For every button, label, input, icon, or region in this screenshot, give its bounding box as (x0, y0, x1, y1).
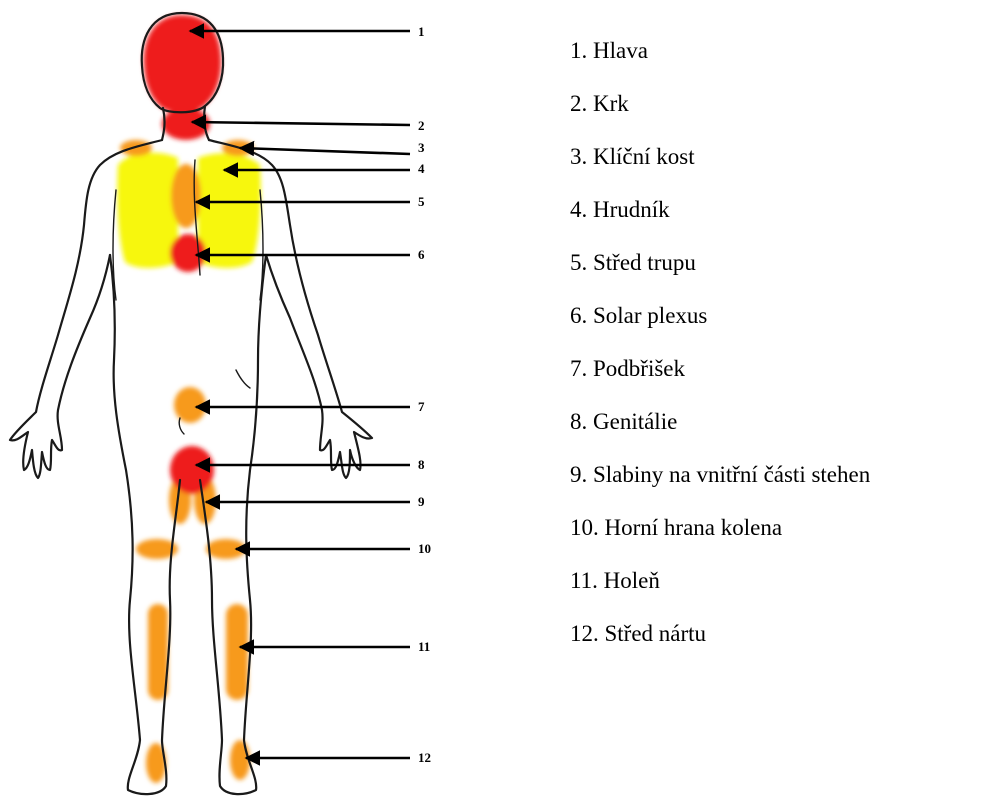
marker-number: 9 (418, 494, 425, 509)
legend-item: 1. Hlava (570, 36, 870, 89)
legend-item: 4. Hrudník (570, 195, 870, 248)
marker-number: 5 (418, 194, 425, 209)
legend-item: 6. Solar plexus (570, 301, 870, 354)
lower-belly-zone (174, 387, 206, 423)
pointer-arrows (190, 31, 410, 758)
chest-zone-left (117, 153, 178, 268)
shin-zone-right (226, 604, 248, 700)
legend-item: 12. Střed nártu (570, 619, 870, 672)
marker-number: 1 (418, 24, 425, 39)
genitals-zone (170, 446, 214, 494)
arrow-3 (240, 148, 410, 154)
marker-number: 8 (418, 457, 425, 472)
legend-item: 10. Horní hrana kolena (570, 513, 870, 566)
head-zone (144, 15, 221, 112)
arrow-2 (192, 122, 410, 125)
marker-number: 11 (418, 639, 430, 654)
legend-item: 2. Krk (570, 89, 870, 142)
body-parts-legend: 1. Hlava 2. Krk 3. Klíční kost 4. Hrudní… (570, 36, 870, 672)
legend-item: 8. Genitálie (570, 407, 870, 460)
marker-number: 3 (418, 140, 425, 155)
legend-item: 3. Klíční kost (570, 142, 870, 195)
legend-item: 5. Střed trupu (570, 248, 870, 301)
marker-number: 7 (418, 399, 425, 414)
instep-zone-right (230, 740, 250, 780)
marker-number: 6 (418, 247, 425, 262)
highlight-zones (117, 15, 260, 783)
marker-number: 10 (418, 541, 431, 556)
legend-item: 11. Holeň (570, 566, 870, 619)
clavicle-zone-left (120, 140, 152, 156)
marker-number: 12 (418, 750, 431, 765)
legend-item: 7. Podbřišek (570, 354, 870, 407)
marker-number: 4 (418, 161, 425, 176)
legend-item: 9. Slabiny na vnitřní části stehen (570, 460, 870, 513)
mid-torso-zone (171, 164, 201, 228)
arrow-numbers: 1 2 3 4 5 6 7 8 9 10 11 12 (418, 24, 431, 765)
solar-plexus-zone (170, 234, 206, 272)
marker-number: 2 (418, 118, 425, 133)
